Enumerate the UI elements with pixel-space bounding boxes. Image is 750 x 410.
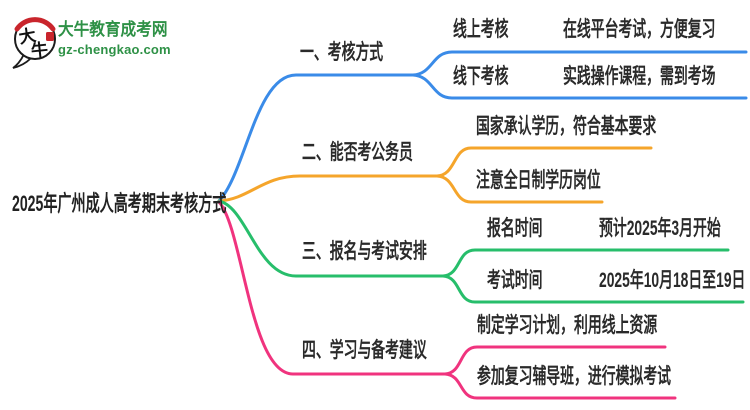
brand-name: 大牛教育成考网 (58, 20, 168, 39)
branch-4-lines (217, 200, 677, 400)
branch-1-lines (217, 50, 748, 203)
central-topic: 2025年广州成人高考期末考核方式 (12, 191, 227, 216)
logo-char-da: 大 (17, 25, 37, 48)
branch-2-child-1-line (435, 146, 653, 178)
branch-2-lines (217, 146, 653, 204)
branch-3-child-2-key: 考试时间 (487, 269, 543, 292)
branch-3-child-2-line (441, 274, 745, 304)
logo-seal (46, 32, 54, 41)
branch-2-child-1-value: 国家承认学历，符合基本要求 (476, 115, 657, 138)
branch-2-child-2-value: 注意全日制学历岗位 (476, 169, 601, 192)
branch-1-child-2-key: 线下考核 (453, 65, 509, 88)
branch-2-parent-line (217, 174, 439, 203)
branch-1-child-1-value: 在线平台考试，方便复习 (563, 18, 716, 41)
branch-1-child-1-line (411, 50, 748, 77)
branch-3-child-1-key: 报名时间 (487, 217, 543, 240)
branch-3-label: 三、报名与考试安排 (302, 240, 427, 263)
branch-3-child-1-value: 预计2025年3月开始 (599, 217, 721, 240)
branch-4-child-2-value: 参加复习辅导班，进行模拟考试 (477, 365, 672, 388)
branch-1-parent-line (217, 73, 415, 203)
brand-url: gz-chengkao.com (58, 42, 171, 57)
branch-3-child-2-value: 2025年10月18日至19日 (599, 269, 746, 292)
branch-2-label: 二、能否考公务员 (302, 141, 413, 164)
branch-1-child-1-key: 线上考核 (453, 18, 509, 41)
branch-4-child-1-line (443, 345, 667, 376)
branch-4-child-2-line (443, 372, 677, 400)
logo-red-arc (14, 17, 56, 32)
branch-3-child-1-line (441, 248, 730, 278)
branch-3-parent-line (217, 199, 445, 278)
branch-1-child-2-value: 实践操作课程，需到考场 (563, 65, 716, 88)
branch-4-child-1-value: 制定学习计划，利用线上资源 (477, 314, 658, 337)
branch-1-label: 一、考核方式 (300, 41, 384, 64)
branch-4-parent-line (217, 200, 447, 376)
branch-3-lines (217, 199, 745, 304)
branch-1-child-2-line (411, 73, 748, 100)
logo-char-niu: 牛 (30, 39, 49, 61)
brand-logo: 大 牛 (12, 17, 56, 69)
branch-4-label: 四、学习与备考建议 (302, 339, 427, 362)
branch-2-child-2-line (435, 174, 604, 204)
